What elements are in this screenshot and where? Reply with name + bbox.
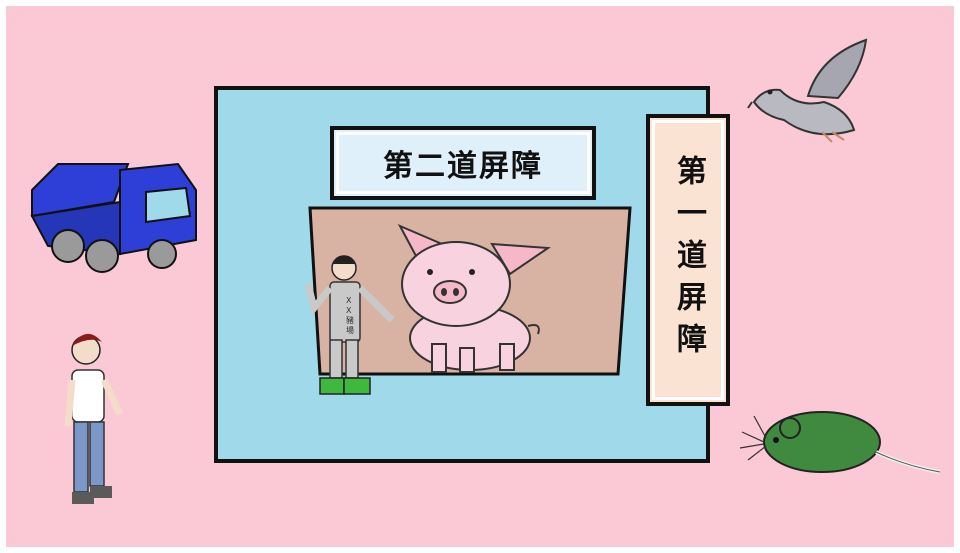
truck-icon (30, 162, 197, 273)
worker-badge: X X 豬場 (346, 296, 354, 335)
outer-barrier-sign: 第一道屏障 (646, 114, 730, 406)
inner-barrier-sign: 第二道屏障 (330, 126, 596, 200)
outer-barrier-label: 第一道屏障 (671, 155, 706, 365)
pig-icon (397, 223, 551, 373)
rat-icon (739, 411, 941, 474)
inner-barrier-label: 第二道屏障 (383, 149, 543, 184)
pigeon-icon (747, 38, 868, 143)
farm-worker-icon (304, 255, 395, 395)
visitor-icon (64, 333, 124, 504)
